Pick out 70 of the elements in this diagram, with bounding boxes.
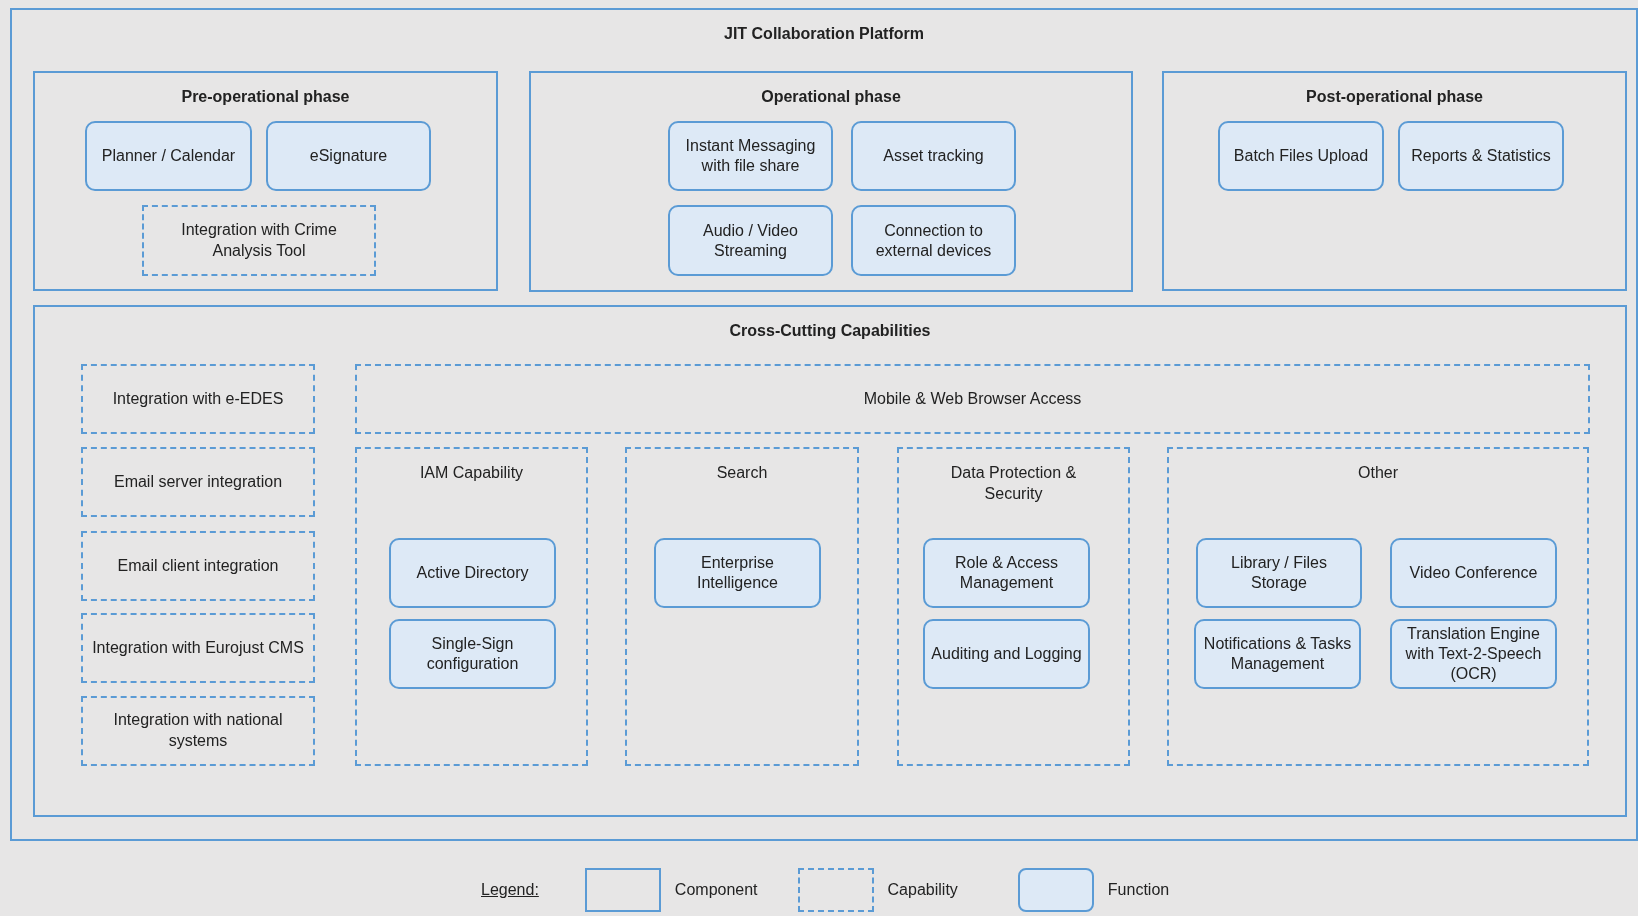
- box-label: Integration with Eurojust CMS: [91, 637, 305, 658]
- function-box: [1196, 538, 1362, 608]
- box-label: Notifications & Tasks Management: [1202, 634, 1353, 674]
- capability-group: [355, 447, 588, 766]
- function-box: [1218, 121, 1384, 191]
- box-label: Integration with Crime Analysis Tool: [180, 219, 338, 261]
- box-label: Integration with e-EDES: [111, 388, 285, 409]
- legend-text: Capability: [887, 881, 958, 899]
- group-title: JIT Collaboration Platform: [724, 24, 924, 44]
- capability-box: [355, 364, 1590, 434]
- group-title: Search: [715, 463, 769, 483]
- capability-box: [81, 364, 315, 434]
- group-title: Other: [1357, 463, 1399, 483]
- function-box: [668, 205, 833, 276]
- group-title: Operational phase: [761, 87, 901, 107]
- capability-box: [142, 205, 376, 276]
- capability-box: [81, 696, 315, 766]
- component-panel: [33, 71, 498, 291]
- function-box: [389, 619, 556, 689]
- function-box: [1390, 619, 1557, 689]
- component-panel: [529, 71, 1133, 292]
- box-label: eSignature: [308, 146, 389, 166]
- legend-title: Legend:: [481, 881, 539, 899]
- function-box: [266, 121, 431, 191]
- group-title: IAM Capability: [418, 463, 525, 483]
- component-panel: [10, 8, 1638, 841]
- box-label: Planner / Calendar: [100, 146, 237, 166]
- function-box: [1390, 538, 1557, 608]
- function-box: [923, 538, 1090, 608]
- box-label: Single-Sign configuration: [425, 634, 520, 674]
- capability-group: [625, 447, 859, 766]
- group-title: Post-operational phase: [1306, 87, 1483, 107]
- function-box: [654, 538, 821, 608]
- box-label: Batch Files Upload: [1232, 146, 1370, 166]
- capability-box: [81, 613, 315, 683]
- group-title: Pre-operational phase: [181, 87, 350, 107]
- box-label: Auditing and Logging: [930, 644, 1083, 664]
- function-box: [85, 121, 252, 191]
- box-label: Video Conference: [1408, 563, 1539, 583]
- box-label: Active Directory: [415, 563, 530, 583]
- legend-text: Component: [674, 881, 758, 899]
- box-label: Audio / Video Streaming: [702, 220, 799, 261]
- box-label: Role & Access Management: [953, 553, 1060, 593]
- box-label: Asset tracking: [882, 146, 985, 166]
- function-box: [923, 619, 1090, 689]
- box-label: Mobile & Web Browser Access: [862, 388, 1083, 409]
- box-label: Translation Engine with Text-2-Speech (OCR): [1404, 624, 1543, 684]
- box-label: Connection to external devices: [874, 220, 993, 261]
- box-label: Reports & Statistics: [1410, 146, 1552, 166]
- capability-box: [81, 447, 315, 517]
- function-box: [851, 121, 1016, 191]
- box-label: Integration with national systems: [112, 710, 284, 751]
- box-label: Enterprise Intelligence: [696, 553, 779, 593]
- capability-box: [81, 531, 315, 601]
- function-box: [851, 205, 1016, 276]
- capability-group: [1167, 447, 1589, 766]
- component-panel: [1162, 71, 1627, 291]
- component-panel: [33, 305, 1627, 817]
- function-box: [1194, 619, 1361, 689]
- box-label: Email server integration: [112, 471, 284, 492]
- function-box: [668, 121, 833, 191]
- capability-group: [897, 447, 1130, 766]
- legend-text: Function: [1107, 881, 1170, 899]
- box-label: Instant Messaging with file share: [684, 136, 817, 176]
- box-label: Library / Files Storage: [1230, 553, 1328, 593]
- box-label: Email client integration: [116, 555, 280, 576]
- group-title: Cross-Cutting Capabilities: [729, 321, 931, 341]
- function-box: [389, 538, 556, 608]
- group-title: Data Protection & Security: [949, 463, 1078, 504]
- function-box: [1398, 121, 1564, 191]
